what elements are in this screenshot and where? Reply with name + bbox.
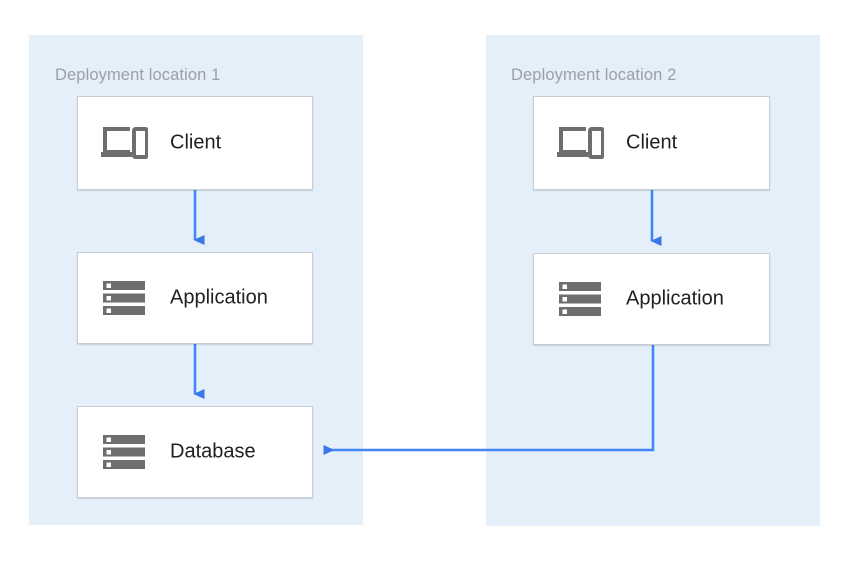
node-database-1[interactable]: Database [77, 406, 313, 498]
node-client-1-label: Client [170, 131, 222, 154]
deployment-zone-1-label: Deployment location 1 [55, 66, 221, 84]
deployment-zone-2-label: Deployment location 2 [511, 66, 677, 84]
node-client-2[interactable]: Client [533, 96, 770, 190]
node-application-1[interactable]: Application [77, 252, 313, 344]
node-application-2[interactable]: Application [533, 253, 770, 345]
node-application-1-label: Application [170, 286, 268, 309]
server-stack-icon [559, 282, 601, 316]
client-devices-icon [557, 127, 604, 159]
node-client-1[interactable]: Client [77, 96, 313, 190]
client-devices-icon [101, 127, 148, 159]
server-stack-icon [103, 435, 145, 469]
node-application-2-label: Application [626, 287, 724, 310]
node-database-1-label: Database [170, 440, 256, 463]
node-client-2-label: Client [626, 131, 678, 154]
server-stack-icon [103, 281, 145, 315]
